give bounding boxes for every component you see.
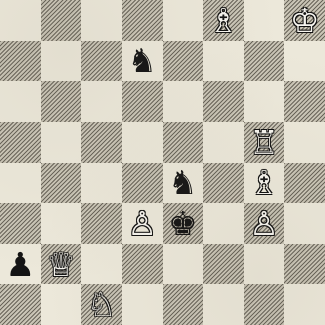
white-king-icon[interactable]: ♔ bbox=[290, 4, 320, 37]
square-e5[interactable] bbox=[163, 122, 204, 163]
square-g1[interactable] bbox=[244, 284, 285, 325]
square-f4[interactable] bbox=[203, 163, 244, 204]
square-c6[interactable] bbox=[81, 81, 122, 122]
square-e4[interactable]: ♞ bbox=[163, 163, 204, 204]
square-b8[interactable] bbox=[41, 0, 82, 41]
square-g7[interactable] bbox=[244, 41, 285, 82]
square-c5[interactable] bbox=[81, 122, 122, 163]
square-g3[interactable]: ♙ bbox=[244, 203, 285, 244]
square-g5[interactable]: ♖ bbox=[244, 122, 285, 163]
square-e7[interactable] bbox=[163, 41, 204, 82]
square-f8[interactable]: ♗ bbox=[203, 0, 244, 41]
square-a3[interactable] bbox=[0, 203, 41, 244]
square-f5[interactable] bbox=[203, 122, 244, 163]
square-f3[interactable] bbox=[203, 203, 244, 244]
square-g6[interactable] bbox=[244, 81, 285, 122]
white-bishop-icon[interactable]: ♗ bbox=[209, 4, 239, 37]
square-h5[interactable] bbox=[284, 122, 325, 163]
square-g4[interactable]: ♗ bbox=[244, 163, 285, 204]
square-h4[interactable] bbox=[284, 163, 325, 204]
square-a4[interactable] bbox=[0, 163, 41, 204]
square-f1[interactable] bbox=[203, 284, 244, 325]
square-d5[interactable] bbox=[122, 122, 163, 163]
square-f7[interactable] bbox=[203, 41, 244, 82]
black-knight-icon[interactable]: ♞ bbox=[127, 44, 157, 77]
square-g8[interactable] bbox=[244, 0, 285, 41]
square-h8[interactable]: ♔ bbox=[284, 0, 325, 41]
square-b2[interactable]: ♕ bbox=[41, 244, 82, 285]
square-d2[interactable] bbox=[122, 244, 163, 285]
black-king-icon[interactable]: ♚ bbox=[168, 207, 198, 240]
square-b3[interactable] bbox=[41, 203, 82, 244]
square-h6[interactable] bbox=[284, 81, 325, 122]
square-e1[interactable] bbox=[163, 284, 204, 325]
square-e6[interactable] bbox=[163, 81, 204, 122]
square-b4[interactable] bbox=[41, 163, 82, 204]
square-h7[interactable] bbox=[284, 41, 325, 82]
square-d1[interactable] bbox=[122, 284, 163, 325]
square-d8[interactable] bbox=[122, 0, 163, 41]
square-a8[interactable] bbox=[0, 0, 41, 41]
square-e2[interactable] bbox=[163, 244, 204, 285]
white-queen-icon[interactable]: ♕ bbox=[46, 248, 76, 281]
square-g2[interactable] bbox=[244, 244, 285, 285]
square-a1[interactable] bbox=[0, 284, 41, 325]
square-c1[interactable]: ♘ bbox=[81, 284, 122, 325]
square-h3[interactable] bbox=[284, 203, 325, 244]
square-c4[interactable] bbox=[81, 163, 122, 204]
square-h2[interactable] bbox=[284, 244, 325, 285]
square-b1[interactable] bbox=[41, 284, 82, 325]
square-c3[interactable] bbox=[81, 203, 122, 244]
square-b7[interactable] bbox=[41, 41, 82, 82]
square-b5[interactable] bbox=[41, 122, 82, 163]
square-c2[interactable] bbox=[81, 244, 122, 285]
white-pawn-icon[interactable]: ♙ bbox=[127, 207, 157, 240]
square-d3[interactable]: ♙ bbox=[122, 203, 163, 244]
white-rook-icon[interactable]: ♖ bbox=[249, 126, 279, 159]
square-f6[interactable] bbox=[203, 81, 244, 122]
square-a6[interactable] bbox=[0, 81, 41, 122]
square-c7[interactable] bbox=[81, 41, 122, 82]
black-knight-icon[interactable]: ♞ bbox=[168, 166, 198, 199]
square-a5[interactable] bbox=[0, 122, 41, 163]
white-knight-icon[interactable]: ♘ bbox=[87, 288, 117, 321]
square-d7[interactable]: ♞ bbox=[122, 41, 163, 82]
square-c8[interactable] bbox=[81, 0, 122, 41]
square-d6[interactable] bbox=[122, 81, 163, 122]
square-f2[interactable] bbox=[203, 244, 244, 285]
square-d4[interactable] bbox=[122, 163, 163, 204]
white-bishop-icon[interactable]: ♗ bbox=[249, 166, 279, 199]
white-pawn-icon[interactable]: ♙ bbox=[249, 207, 279, 240]
square-a7[interactable] bbox=[0, 41, 41, 82]
black-pawn-icon[interactable]: ♟ bbox=[6, 248, 36, 281]
square-h1[interactable] bbox=[284, 284, 325, 325]
square-e3[interactable]: ♚ bbox=[163, 203, 204, 244]
square-b6[interactable] bbox=[41, 81, 82, 122]
square-e8[interactable] bbox=[163, 0, 204, 41]
square-a2[interactable]: ♟ bbox=[0, 244, 41, 285]
